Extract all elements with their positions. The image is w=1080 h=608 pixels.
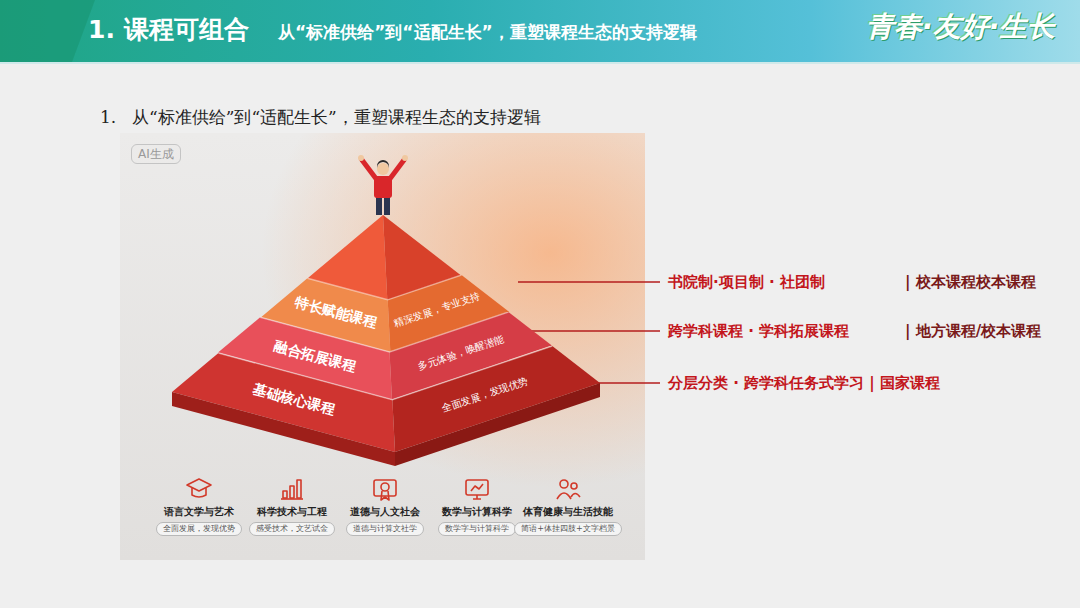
section-heading: 从“标准供给”到“适配生长”，重塑课程生态的支持逻辑 <box>132 106 541 128</box>
category-pill: 体育健康与生活技能简语+体挂四肢+文字档景 <box>514 505 621 536</box>
category-name: 语言文学与艺术 <box>164 505 234 519</box>
person-leg <box>384 196 390 215</box>
people-icon <box>557 493 580 499</box>
person-figure <box>358 155 408 215</box>
panel-glow <box>120 133 645 560</box>
people-icon <box>571 483 577 489</box>
header-subtitle: 从“标准供给”到“适配生长”，重塑课程生态的支持逻辑 <box>278 21 697 43</box>
people-icon <box>560 480 568 488</box>
category-icon <box>281 480 303 499</box>
category-name: 数学与计算科学 <box>442 505 512 519</box>
category-name: 道德与人文社会 <box>350 505 420 519</box>
category-pill: 数学与计算科学数学字与计算科学 <box>438 505 516 536</box>
certificate-icon <box>381 483 389 491</box>
certificate-icon <box>381 491 389 500</box>
category-name: 科学技术与工程 <box>257 505 327 519</box>
slide-title: 1. 课程可组合 <box>88 19 249 41</box>
category-icon <box>466 480 488 499</box>
person-leg <box>376 196 382 215</box>
person-hand <box>402 155 408 161</box>
chart-icon <box>290 486 294 498</box>
image-panel <box>120 133 645 560</box>
category-tagline: 感受技术，文艺试金 <box>249 522 335 536</box>
tier-edge-highlight <box>307 275 461 300</box>
chart-icon <box>283 491 287 498</box>
monitor-icon <box>473 495 481 499</box>
category-pill: 道德与人文社会道德与计算文社学 <box>346 505 424 536</box>
person-head <box>377 163 389 175</box>
category-pill: 科学技术与工程感受技术，文艺试金 <box>249 505 335 536</box>
person-hair <box>377 160 389 168</box>
cap-icon <box>192 488 206 497</box>
header-stripe <box>0 0 95 62</box>
slogan-logo: 青春·友好·生长 <box>866 16 1055 38</box>
category-tagline: 道德与计算文社学 <box>346 522 424 536</box>
leader-line <box>518 281 660 283</box>
watermark: AI生成 <box>131 144 181 164</box>
category-icon <box>187 479 211 497</box>
category-pill: 语言文学与艺术全面发展，发现优势 <box>156 505 242 536</box>
person-arm <box>389 160 404 180</box>
monitor-icon <box>471 484 483 491</box>
tier-annotation: 书院制·项目制 · 社团制 <box>668 271 825 293</box>
person-arm <box>362 160 377 180</box>
tier-shape <box>172 346 600 466</box>
person-hand <box>358 155 364 161</box>
category-tagline: 数学字与计算科学 <box>438 522 516 536</box>
leader-line <box>528 330 660 332</box>
chart-icon <box>297 480 301 498</box>
course-type: | 地方课程/校本课程 <box>905 320 1041 342</box>
tier-annotation: 跨学科课程 · 学科拓展课程 <box>668 320 849 342</box>
monitor-icon <box>466 480 488 495</box>
category-tagline: 全面发展，发现优势 <box>156 522 242 536</box>
pyramid-tier: 基础核心课程全面发展，发现优势 <box>172 346 600 466</box>
header-underline <box>0 62 1080 64</box>
certificate-icon <box>374 480 396 496</box>
category-icon <box>557 480 580 499</box>
category-name: 体育健康与生活技能 <box>523 505 613 519</box>
category-icon <box>374 480 396 500</box>
tier-annotation: 分层分类 · 跨学科任务式学习 | 国家课程 <box>668 372 940 394</box>
cap-icon <box>187 479 211 491</box>
category-tagline: 简语+体挂四肢+文字档景 <box>514 522 621 536</box>
person-torso <box>374 176 392 198</box>
list-number: 1. <box>100 106 116 128</box>
course-type: | 校本课程校本课程 <box>905 271 1036 293</box>
